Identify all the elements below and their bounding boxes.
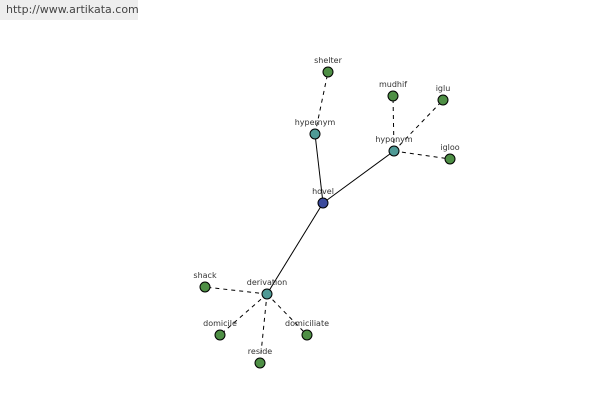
node-iglu[interactable]: iglu — [436, 84, 451, 106]
node-label-shack[interactable]: shack — [193, 271, 217, 280]
node-label-mudhif[interactable]: mudhif — [379, 80, 407, 89]
node-hypernym[interactable]: hypernym — [295, 118, 336, 140]
edge-derivation-domicile — [219, 293, 268, 336]
nodes-layer: hovel hypernym hyponym derivation shelter mud… — [193, 56, 460, 369]
edge-hyponym-igloo — [393, 150, 451, 160]
node-shack[interactable]: shack — [193, 271, 217, 293]
edge-hovel-hypernym — [314, 133, 324, 204]
node-circle-domicile[interactable] — [214, 329, 226, 341]
node-circle-mudhif[interactable] — [387, 90, 399, 102]
edge-derivation-reside — [259, 293, 268, 364]
node-label-shelter[interactable]: shelter — [314, 56, 342, 65]
node-domiciliate[interactable]: domiciliate — [285, 319, 329, 341]
node-derivation[interactable]: derivation — [247, 278, 287, 300]
edge-derivation-shack — [204, 286, 268, 295]
node-circle-hovel[interactable] — [317, 197, 329, 209]
node-circle-hyponym[interactable] — [388, 145, 400, 157]
node-domicile[interactable]: domicile — [203, 319, 237, 341]
node-label-derivation[interactable]: derivation — [247, 278, 287, 287]
node-label-hovel[interactable]: hovel — [312, 187, 334, 196]
node-circle-reside[interactable] — [254, 357, 266, 369]
node-label-hyponym[interactable]: hyponym — [375, 135, 413, 144]
node-label-domiciliate[interactable]: domiciliate — [285, 319, 329, 328]
edge-hovel-hyponym — [322, 150, 395, 204]
node-circle-igloo[interactable] — [444, 153, 456, 165]
node-label-iglu[interactable]: iglu — [436, 84, 451, 93]
node-circle-hypernym[interactable] — [309, 128, 321, 140]
edges-layer — [204, 71, 451, 364]
node-label-domicile[interactable]: domicile — [203, 319, 237, 328]
node-label-reside[interactable]: reside — [248, 347, 273, 356]
node-circle-derivation[interactable] — [261, 288, 273, 300]
node-label-hypernym[interactable]: hypernym — [295, 118, 336, 127]
node-circle-iglu[interactable] — [437, 94, 449, 106]
node-reside[interactable]: reside — [248, 347, 273, 369]
node-circle-domiciliate[interactable] — [301, 329, 313, 341]
node-circle-shack[interactable] — [199, 281, 211, 293]
edge-hovel-derivation — [266, 202, 324, 295]
edge-hyponym-mudhif — [392, 95, 395, 152]
edge-derivation-domiciliate — [266, 293, 308, 336]
node-label-igloo[interactable]: igloo — [440, 143, 459, 152]
edge-hypernym-shelter — [314, 71, 329, 135]
node-hyponym[interactable]: hyponym — [375, 135, 413, 157]
site-url-banner[interactable]: http://www.artikata.com — [0, 0, 139, 20]
node-mudhif[interactable]: mudhif — [379, 80, 407, 102]
node-hovel[interactable]: hovel — [312, 187, 334, 209]
edge-hyponym-iglu — [393, 99, 444, 152]
node-circle-shelter[interactable] — [322, 66, 334, 78]
node-shelter[interactable]: shelter — [314, 56, 343, 78]
node-igloo[interactable]: igloo — [440, 143, 460, 165]
